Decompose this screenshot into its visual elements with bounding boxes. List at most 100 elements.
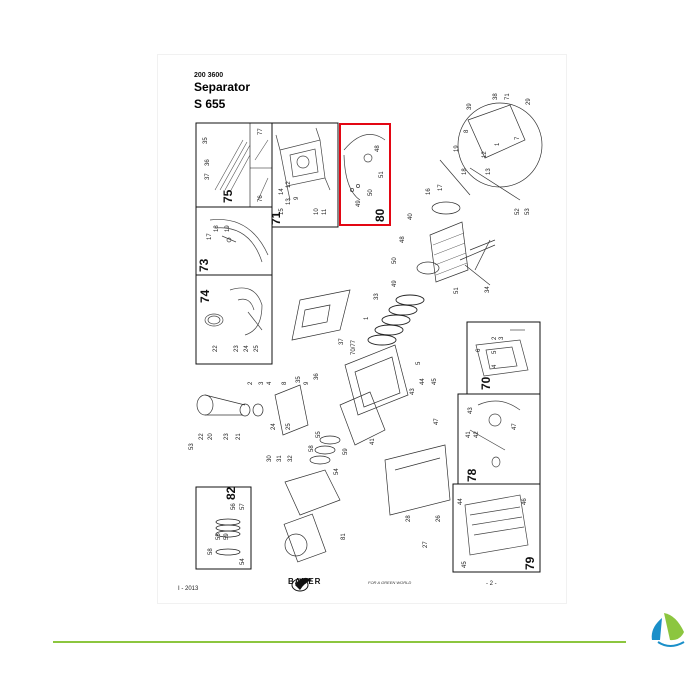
part-label: 25 xyxy=(286,423,292,430)
part-label: 27 xyxy=(423,541,429,548)
part-label: 41 xyxy=(370,438,376,445)
label-36: 36 xyxy=(205,159,211,166)
part-label: 2 xyxy=(248,381,254,385)
part-label: 58 xyxy=(309,445,315,452)
box-number-75: 75 xyxy=(221,189,235,203)
part-label: 35 xyxy=(296,376,302,383)
label-14: 14 xyxy=(279,188,285,195)
box-number-71: 71 xyxy=(269,211,283,225)
part-label: 21 xyxy=(236,433,242,440)
part-label: 48 xyxy=(400,236,406,243)
label-51: 51 xyxy=(379,171,385,178)
label-77: 77 xyxy=(258,128,264,135)
part-label: 81 xyxy=(341,533,347,540)
part-label: 8 xyxy=(282,381,288,385)
part-label: 28 xyxy=(406,515,412,522)
box-79: 44 46 45 79 xyxy=(452,483,541,573)
part-label: 3 xyxy=(259,381,265,385)
part-label: 32 xyxy=(288,455,294,462)
label-76: 76 xyxy=(258,195,264,202)
label-10: 10 xyxy=(314,208,320,215)
label-54: 54 xyxy=(240,558,246,565)
part-label: 8 xyxy=(464,129,470,133)
box-number-74: 74 xyxy=(198,289,212,303)
part-label: 50 xyxy=(392,257,398,264)
label-41: 41 xyxy=(466,431,472,438)
footer-date: I - 2013 xyxy=(178,586,199,592)
label-17: 17 xyxy=(207,233,213,240)
part-label: 70/77 xyxy=(351,339,357,355)
part-label: 45 xyxy=(432,378,438,385)
bauer-logo-mark xyxy=(291,577,312,592)
part-label: 1 xyxy=(495,142,501,146)
part-label: 31 xyxy=(277,455,283,462)
part-label: 13 xyxy=(486,168,492,175)
document-number: 200 3600 xyxy=(194,72,224,79)
part-label: 53 xyxy=(189,443,195,450)
part-label: 38 xyxy=(493,93,499,100)
label-6: 6 xyxy=(476,348,482,352)
label-22: 22 xyxy=(213,345,219,352)
main-assembly xyxy=(196,102,543,563)
label-57: 57 xyxy=(240,503,246,510)
box-number-78: 78 xyxy=(465,468,479,482)
part-label: 33 xyxy=(374,293,380,300)
box-80-highlighted: 48 51 49 50 80 xyxy=(339,123,391,226)
part-label: 24 xyxy=(271,423,277,430)
part-label: 5 xyxy=(416,361,422,365)
part-label: 9 xyxy=(304,381,310,385)
label-25: 25 xyxy=(254,345,260,352)
label-43: 43 xyxy=(468,407,474,414)
document-title: Separator xyxy=(194,80,251,94)
label-11: 11 xyxy=(322,208,328,215)
label-35: 35 xyxy=(203,137,209,144)
label-4: 4 xyxy=(492,364,498,368)
part-label: 55 xyxy=(316,431,322,438)
label-24: 24 xyxy=(244,345,250,352)
part-label: 26 xyxy=(436,515,442,522)
label-50: 50 xyxy=(368,189,374,196)
part-label: 59 xyxy=(343,448,349,455)
part-label: 39 xyxy=(467,103,473,110)
label-2: 2 xyxy=(492,336,498,340)
brand-tagline: FOR A GREEN WORLD xyxy=(368,580,412,585)
label-56: 56 xyxy=(231,503,237,510)
box-number-70: 70 xyxy=(479,376,493,390)
label-13: 13 xyxy=(286,198,292,205)
part-label: 23 xyxy=(224,433,230,440)
part-label: 4 xyxy=(267,381,273,385)
part-label: 18 xyxy=(462,168,468,175)
part-label: 47 xyxy=(434,418,440,425)
label-23: 23 xyxy=(234,345,240,352)
box-71: 14 12 13 15 11 10 9 71 xyxy=(269,122,339,228)
part-label: 30 xyxy=(267,455,273,462)
label-55: 55 xyxy=(216,533,222,540)
label-46: 46 xyxy=(522,498,528,505)
label-45: 45 xyxy=(462,561,468,568)
brand-name: BAUER xyxy=(288,577,322,586)
part-label: 44 xyxy=(420,378,426,385)
part-label: 53 xyxy=(525,208,531,215)
part-label: 43 xyxy=(410,388,416,395)
label-19: 19 xyxy=(225,225,231,232)
bottom-divider xyxy=(53,641,626,643)
part-label: 22 xyxy=(199,433,205,440)
page-number: - 2 - xyxy=(486,581,497,587)
main-assembly-labels: 39 38 71 29 8 7 1 12 19 18 17 13 16 52 5… xyxy=(189,93,532,548)
label-42: 42 xyxy=(474,431,480,438)
part-label: 16 xyxy=(426,188,432,195)
box-number-80: 80 xyxy=(373,208,387,222)
part-label: 37 xyxy=(339,338,345,345)
part-label: 19 xyxy=(454,145,460,152)
box-number-79: 79 xyxy=(523,556,537,570)
label-44: 44 xyxy=(458,498,464,505)
part-label: 51 xyxy=(454,287,460,294)
part-label: 7 xyxy=(515,136,521,140)
tree-logo xyxy=(651,613,685,647)
part-label: 1 xyxy=(364,316,370,320)
box-number-73: 73 xyxy=(197,258,211,272)
part-label: 17 xyxy=(438,184,444,191)
label-48: 48 xyxy=(375,145,381,152)
label-58: 58 xyxy=(208,548,214,555)
